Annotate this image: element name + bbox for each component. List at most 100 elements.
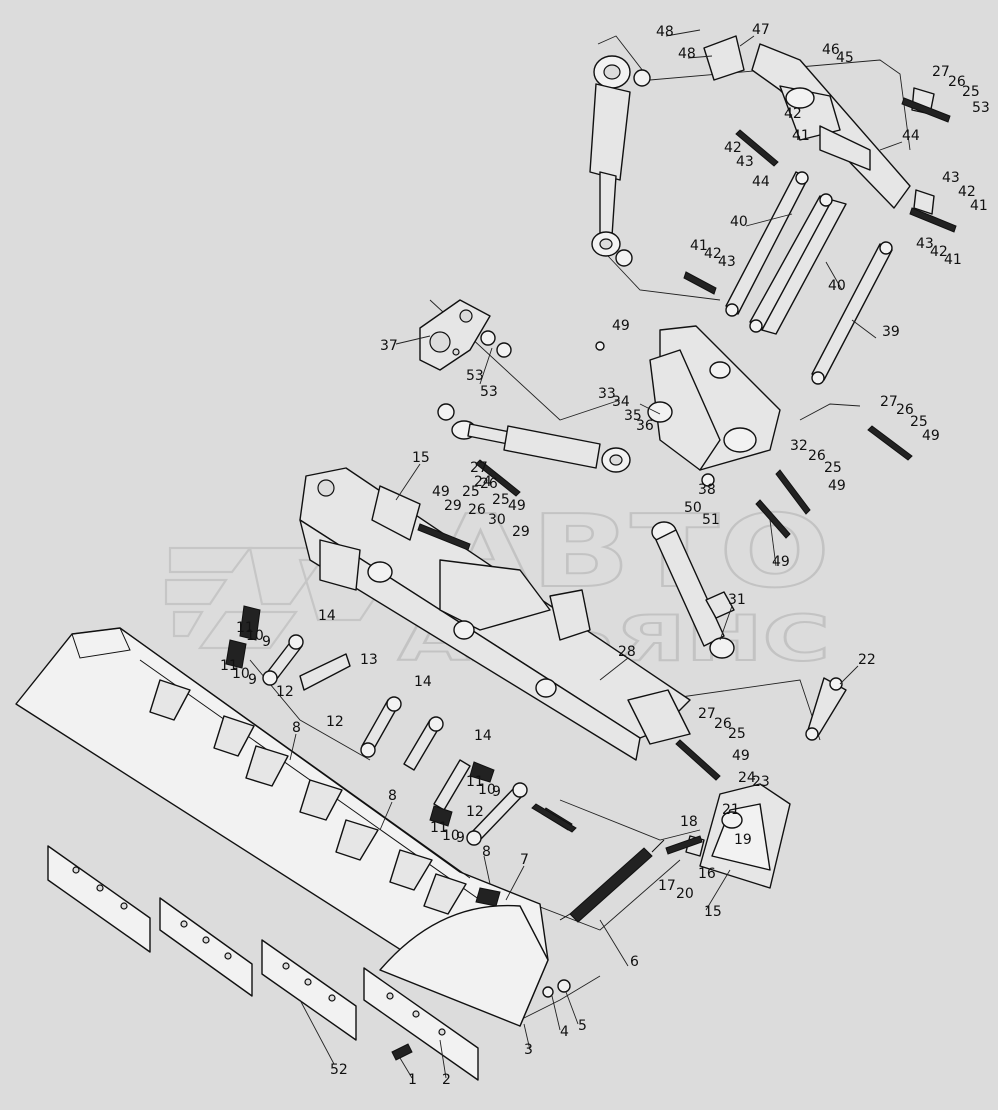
callout-c28: 49 [612,318,630,334]
callout-c91: 18 [680,814,698,830]
callout-c13: 43 [736,154,754,170]
callout-c69: 13 [360,652,378,668]
callout-c16: 43 [942,170,960,186]
small-arm-22 [805,677,847,741]
callout-c97: 20 [676,886,694,902]
callout-c56: 38 [698,482,716,498]
callout-c7: 26 [948,74,966,90]
callout-c75: 27 [698,706,716,722]
callout-c35: 36 [636,418,654,434]
callout-c57: 50 [684,500,702,516]
diagonal-cylinder-31 [651,521,735,659]
callout-c105: 2 [442,1072,451,1088]
callout-c11: 41 [792,128,810,144]
callout-c5: 45 [836,50,854,66]
callout-c68: 28 [618,644,636,660]
callout-c98: 15 [704,904,722,920]
fasteners [391,97,957,1061]
callout-c59: 49 [772,554,790,570]
callout-c70: 22 [858,652,876,668]
callout-c88: 11 [430,820,448,836]
callout-c85: 8 [388,788,397,804]
bucket-teeth [149,679,467,915]
gearbox-15 [685,783,791,889]
callout-c67: 9 [248,672,257,688]
callout-c37: 26 [896,402,914,418]
linkage-bars [262,634,528,846]
callout-c20: 42 [930,244,948,260]
callout-c81: 23 [752,774,770,790]
callout-c36: 27 [880,394,898,410]
callout-c17: 42 [958,184,976,200]
callout-c1: 48 [656,24,674,40]
callout-c26: 40 [828,278,846,294]
callout-c62: 10 [246,628,264,644]
callout-c90: 9 [456,830,465,846]
callout-c23: 41 [690,238,708,254]
callout-c39: 49 [922,428,940,444]
callout-c66: 10 [232,666,250,682]
callout-c38: 25 [910,414,928,430]
callout-c55: 29 [512,524,530,540]
horizontal-hydraulic-cylinder [437,403,631,473]
callout-c14: 44 [752,174,770,190]
leader-lines [289,29,903,1079]
callout-c95: 7 [520,852,529,868]
callout-c21: 41 [944,252,962,268]
callout-c99: 6 [630,954,639,970]
callout-c63: 9 [262,634,271,650]
tension-spring-6 [559,839,665,923]
callout-c43: 49 [828,478,846,494]
callout-c93: 8 [482,844,491,860]
callout-c79: 49 [732,748,750,764]
callout-c86: 21 [722,802,740,818]
callout-c49: 26 [480,476,498,492]
callout-c33: 34 [612,394,630,410]
callout-c74: 8 [292,720,301,736]
callout-c102: 3 [524,1042,533,1058]
callout-c52: 29 [444,498,462,514]
callout-c2: 47 [752,22,770,38]
callout-c77: 25 [728,726,746,742]
callout-c83: 10 [478,782,496,798]
callout-c8: 25 [962,84,980,100]
callout-c15: 44 [902,128,920,144]
callout-c101: 5 [578,1018,587,1034]
callout-c34: 35 [624,408,642,424]
callout-c3: 48 [678,46,696,62]
callout-c84: 9 [492,784,501,800]
callout-c51: 49 [508,498,526,514]
callout-c31: 53 [480,384,498,400]
top-link-arm [703,35,935,215]
callout-c45: 27 [470,460,488,476]
callout-c87: 12 [466,804,484,820]
central-pivot-bracket [647,325,781,471]
callout-c78: 14 [474,728,492,744]
callout-c9: 53 [972,100,990,116]
callout-c10: 42 [784,106,802,122]
callout-c47: 49 [432,484,450,500]
callout-c50: 25 [492,492,510,508]
callout-c46: 24 [474,474,492,490]
callout-c19: 43 [916,236,934,252]
long-bucket [15,627,549,1027]
callout-c65: 11 [220,658,238,674]
callout-c6: 27 [932,64,950,80]
callout-c54: 30 [488,512,506,528]
callout-c104: 1 [408,1072,417,1088]
callout-c41: 26 [808,448,826,464]
callout-c48: 25 [462,484,480,500]
parallel-links [725,171,893,385]
callout-c92: 19 [734,832,752,848]
callout-c64: 31 [728,592,746,608]
callout-c82: 11 [466,774,484,790]
callout-c4: 46 [822,42,840,58]
callout-c12: 42 [724,140,742,156]
callout-c73: 12 [326,714,344,730]
callout-c22: 40 [730,214,748,230]
knife-plates [47,845,479,1081]
callout-c103: 52 [330,1062,348,1078]
